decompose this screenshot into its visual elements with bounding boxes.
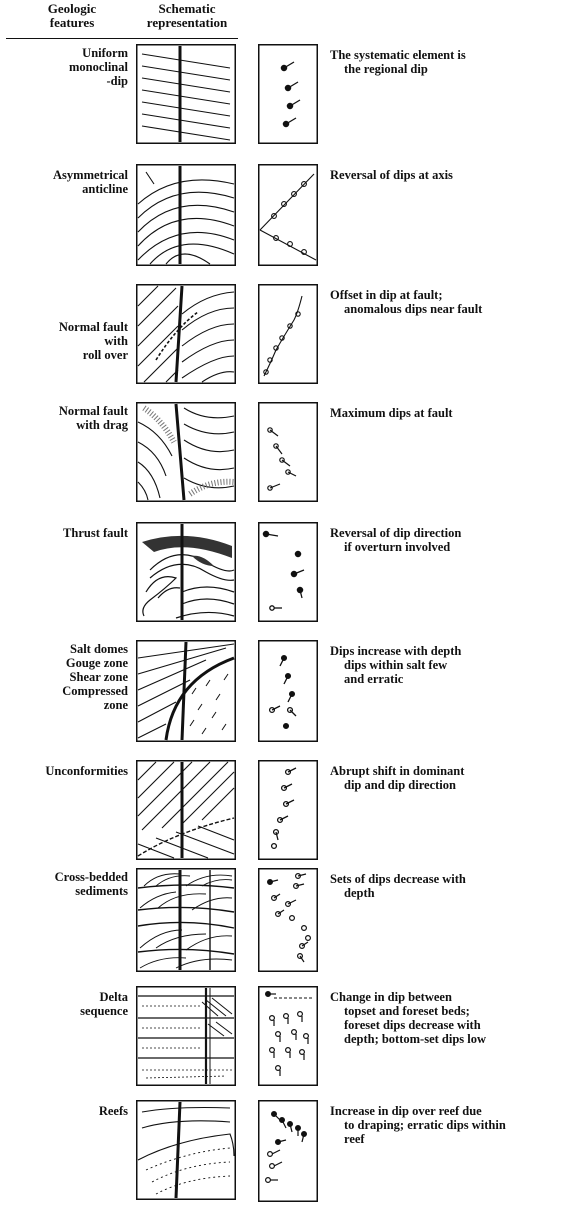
schematic-uniform-monoclinal-dip bbox=[136, 44, 236, 144]
description-line: to draping; erratic dips within bbox=[330, 1118, 566, 1132]
feature-label: Uniform monoclinal -dip bbox=[0, 46, 128, 88]
description-line: Reversal of dips at axis bbox=[330, 168, 566, 182]
feature-label: Cross-bedded sediments bbox=[0, 870, 128, 898]
feature-line: roll over bbox=[0, 348, 128, 362]
description-line: Sets of dips decrease with bbox=[330, 872, 566, 886]
dipmeter-reefs bbox=[258, 1100, 318, 1202]
dipmeter-cross-bedded-sediments bbox=[258, 868, 318, 972]
schematic-salt-domes bbox=[136, 640, 236, 742]
schematic-thrust-fault bbox=[136, 522, 236, 622]
description: Offset in dip at fault; anomalous dips n… bbox=[330, 288, 566, 316]
schematic-header-line2: representation bbox=[128, 16, 246, 30]
description-line: and erratic bbox=[330, 672, 566, 686]
feature-line: Delta bbox=[0, 990, 128, 1004]
description-line: if overturn involved bbox=[330, 540, 566, 554]
description-line: dips within salt few bbox=[330, 658, 566, 672]
feature-line: anticline bbox=[0, 182, 128, 196]
feature-label: Unconformities bbox=[0, 764, 128, 778]
description-line: anomalous dips near fault bbox=[330, 302, 566, 316]
geologic-features-header: Geologic features bbox=[22, 2, 122, 30]
description: Change in dip between topset and foreset… bbox=[330, 990, 566, 1046]
feature-line: Shear zone bbox=[0, 670, 128, 684]
schematic-reefs bbox=[136, 1100, 236, 1200]
description-line: topset and foreset beds; bbox=[330, 1004, 566, 1018]
description-line: dip and dip direction bbox=[330, 778, 566, 792]
description: Maximum dips at fault bbox=[330, 406, 566, 420]
feature-line: Salt domes bbox=[0, 642, 128, 656]
feature-line: zone bbox=[0, 698, 128, 712]
feature-line: Compressed bbox=[0, 684, 128, 698]
feature-line: with drag bbox=[0, 418, 128, 432]
schematic-header-line1: Schematic bbox=[128, 2, 246, 16]
geologic-features-header-line2: features bbox=[22, 16, 122, 30]
feature-label: Thrust fault bbox=[0, 526, 128, 540]
schematic-normal-fault-roll-over bbox=[136, 284, 236, 384]
description: Increase in dip over reef due to draping… bbox=[330, 1104, 566, 1146]
feature-line: with bbox=[0, 334, 128, 348]
schematic-cross-bedded-sediments bbox=[136, 868, 236, 972]
feature-label: Reefs bbox=[0, 1104, 128, 1118]
dipmeter-asymmetrical-anticline bbox=[258, 164, 318, 266]
feature-line: monoclinal bbox=[0, 60, 128, 74]
feature-line: sequence bbox=[0, 1004, 128, 1018]
feature-line: Unconformities bbox=[0, 764, 128, 778]
description-line: Increase in dip over reef due bbox=[330, 1104, 566, 1118]
description: The systematic element is the regional d… bbox=[330, 48, 566, 76]
description-line: depth bbox=[330, 886, 566, 900]
feature-label: Normal fault with drag bbox=[0, 404, 128, 432]
feature-line: Thrust fault bbox=[0, 526, 128, 540]
feature-label: Asymmetrical anticline bbox=[0, 168, 128, 196]
schematic-unconformities bbox=[136, 760, 236, 860]
feature-line: Uniform bbox=[0, 46, 128, 60]
description: Reversal of dips at axis bbox=[330, 168, 566, 182]
feature-label: Normal fault with roll over bbox=[0, 320, 128, 362]
description-line: Offset in dip at fault; bbox=[330, 288, 566, 302]
feature-line: Asymmetrical bbox=[0, 168, 128, 182]
dipmeter-normal-fault-drag bbox=[258, 402, 318, 502]
description-line: The systematic element is bbox=[330, 48, 566, 62]
feature-line: sediments bbox=[0, 884, 128, 898]
geologic-features-header-line1: Geologic bbox=[22, 2, 122, 16]
dipmeter-normal-fault-roll-over bbox=[258, 284, 318, 384]
description-line: Change in dip between bbox=[330, 990, 566, 1004]
description-line: reef bbox=[330, 1132, 566, 1146]
description-line: Maximum dips at fault bbox=[330, 406, 566, 420]
header-rule bbox=[6, 38, 238, 39]
dipmeter-salt-domes bbox=[258, 640, 318, 742]
feature-line: -dip bbox=[0, 74, 128, 88]
description-line: Dips increase with depth bbox=[330, 644, 566, 658]
feature-line: Normal fault bbox=[0, 404, 128, 418]
dipmeter-thrust-fault bbox=[258, 522, 318, 622]
description: Dips increase with depth dips within sal… bbox=[330, 644, 566, 686]
description: Reversal of dip direction if overturn in… bbox=[330, 526, 566, 554]
schematic-header: Schematic representation bbox=[128, 2, 246, 30]
dipmeter-delta-sequence bbox=[258, 986, 318, 1086]
description: Abrupt shift in dominant dip and dip dir… bbox=[330, 764, 566, 792]
feature-line: Reefs bbox=[0, 1104, 128, 1118]
description-line: the regional dip bbox=[330, 62, 566, 76]
description-line: Abrupt shift in dominant bbox=[330, 764, 566, 778]
feature-line: Gouge zone bbox=[0, 656, 128, 670]
description-line: foreset dips decrease with bbox=[330, 1018, 566, 1032]
description-line: Reversal of dip direction bbox=[330, 526, 566, 540]
feature-line: Cross-bedded bbox=[0, 870, 128, 884]
dipmeter-unconformities bbox=[258, 760, 318, 860]
schematic-asymmetrical-anticline bbox=[136, 164, 236, 266]
description-line: depth; bottom-set dips low bbox=[330, 1032, 566, 1046]
schematic-normal-fault-drag bbox=[136, 402, 236, 502]
dipmeter-uniform-monoclinal-dip bbox=[258, 44, 318, 144]
schematic-delta-sequence bbox=[136, 986, 236, 1086]
description: Sets of dips decrease with depth bbox=[330, 872, 566, 900]
feature-label: Delta sequence bbox=[0, 990, 128, 1018]
feature-line: Normal fault bbox=[0, 320, 128, 334]
feature-label: Salt domes Gouge zone Shear zone Compres… bbox=[0, 642, 128, 712]
